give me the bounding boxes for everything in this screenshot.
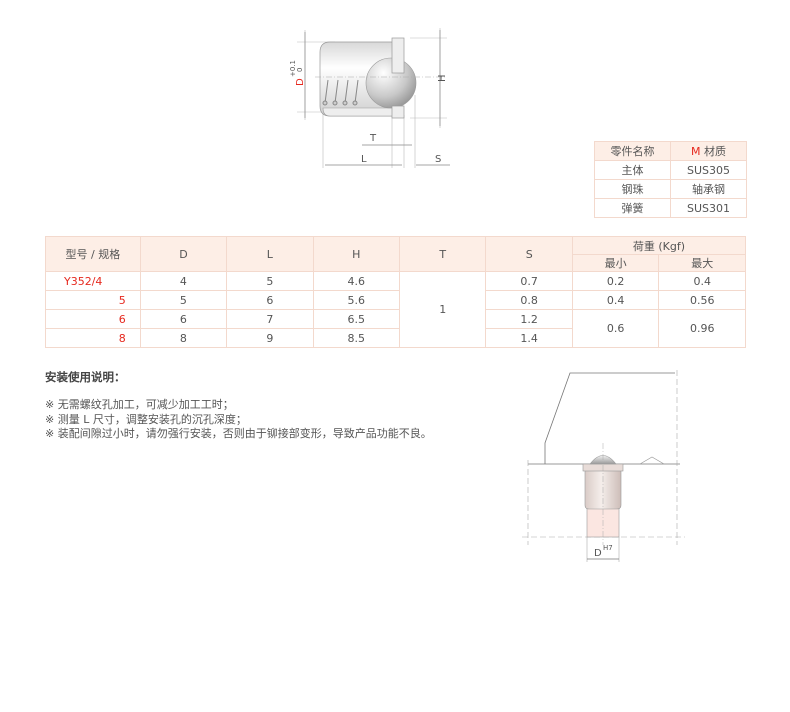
spec-row: Y352/4 4 5 4.6 1 0.7 0.2 0.4 — [45, 271, 746, 348]
dimension-s-label: S — [435, 154, 441, 165]
material-table: 零件名称 M 材质 主体 SUS305 钢珠 轴承钢 弹簧 SUS301 — [594, 141, 747, 218]
value-l: 9 — [226, 328, 314, 348]
value-d: 5 — [139, 290, 228, 310]
value-l: 6 — [226, 290, 314, 310]
value-load-max: 0.4 — [658, 271, 746, 291]
value-s: 0.7 — [485, 271, 573, 291]
header-s: S — [485, 236, 573, 272]
value-load-min: 0.4 — [571, 290, 660, 310]
instruction-item: ※ 测量 L 尺寸，调整安装孔的沉孔深度； — [45, 412, 247, 426]
part-name: 钢珠 — [594, 179, 671, 199]
dimension-d-label: D — [295, 78, 306, 86]
header-load: 荷重 (Kgf) — [571, 236, 747, 255]
value-load-min: 0.2 — [571, 271, 660, 291]
header-load-max: 最大 — [658, 254, 746, 272]
dimension-l-label: L — [361, 154, 367, 165]
value-l: 7 — [226, 309, 314, 329]
value-h: 4.6 — [312, 271, 401, 291]
header-model: 型号 / 规格 — [45, 236, 141, 272]
part-name: 弹簧 — [594, 198, 671, 218]
value-load-max: 0.96 — [658, 309, 746, 348]
instructions-list: ※ 无需螺纹孔加工，可减少加工工时； ※ 测量 L 尺寸，调整安装孔的沉孔深度；… — [45, 398, 432, 442]
header-d: D — [139, 236, 228, 272]
material-table-header: 零件名称 M 材质 — [594, 141, 747, 161]
dimension-d-tolerance-upper: +0.1 — [289, 60, 297, 77]
header-part-name: 零件名称 — [594, 141, 671, 161]
header-t: T — [399, 236, 487, 272]
header-material: M 材质 — [670, 141, 747, 161]
part-material: SUS301 — [670, 198, 747, 218]
part-name: 主体 — [594, 160, 671, 180]
part-material: SUS305 — [670, 160, 747, 180]
dimension-h-label: H — [437, 74, 448, 82]
header-load-min: 最小 — [571, 254, 660, 272]
model-number: Y352/4 — [45, 271, 141, 291]
install-d-label: D — [594, 548, 602, 559]
value-h: 8.5 — [312, 328, 401, 348]
value-d: 6 — [139, 309, 228, 329]
installation-drawing: D H7 — [522, 370, 685, 562]
spec-row: 8 8 9 8.5 1.4 — [45, 328, 746, 348]
value-load-max: 0.56 — [658, 290, 746, 310]
part-material: 轴承钢 — [670, 179, 747, 199]
model-number: 5 — [45, 290, 141, 310]
header-h: H — [312, 236, 401, 272]
value-s: 1.2 — [485, 309, 573, 329]
instructions-title: 安装使用说明： — [45, 370, 126, 384]
spec-table: 型号 / 规格 D L H T S 荷重 (Kgf) 最小 最大 Y352/4 … — [45, 236, 747, 348]
value-load-min: 0.6 — [571, 309, 660, 348]
value-d: 4 — [139, 271, 228, 291]
value-s: 1.4 — [485, 328, 573, 348]
value-t: 1 — [399, 271, 487, 348]
spec-row: 6 6 7 6.5 1.2 0.6 0.96 — [45, 309, 746, 348]
instruction-item: ※ 装配间隙过小时，请勿强行安装，否则由于铆接部变形，导致产品功能不良。 — [45, 427, 432, 440]
spec-row: 5 5 6 5.6 0.8 0.4 0.56 — [45, 290, 746, 310]
dimension-d-tolerance-lower: 0 — [296, 68, 304, 72]
value-h: 6.5 — [312, 309, 401, 329]
instruction-item: ※ 无需螺纹孔加工，可减少加工工时； — [45, 398, 234, 411]
material-m-marker: M — [691, 145, 701, 158]
model-number: 6 — [45, 309, 141, 329]
dimension-t-label: T — [369, 133, 377, 144]
header-l: L — [226, 236, 314, 272]
value-d: 8 — [139, 328, 228, 348]
material-row: 主体 SUS305 — [594, 160, 747, 180]
ball-plunger-dimension-drawing: D +0.1 0 H T L S — [289, 28, 450, 168]
value-h: 5.6 — [312, 290, 401, 310]
install-tolerance-label: H7 — [603, 544, 613, 552]
material-row: 钢珠 轴承钢 — [594, 179, 747, 199]
value-l: 5 — [226, 271, 314, 291]
material-row: 弹簧 SUS301 — [594, 198, 747, 218]
value-s: 0.8 — [485, 290, 573, 310]
model-number: 8 — [45, 328, 141, 348]
